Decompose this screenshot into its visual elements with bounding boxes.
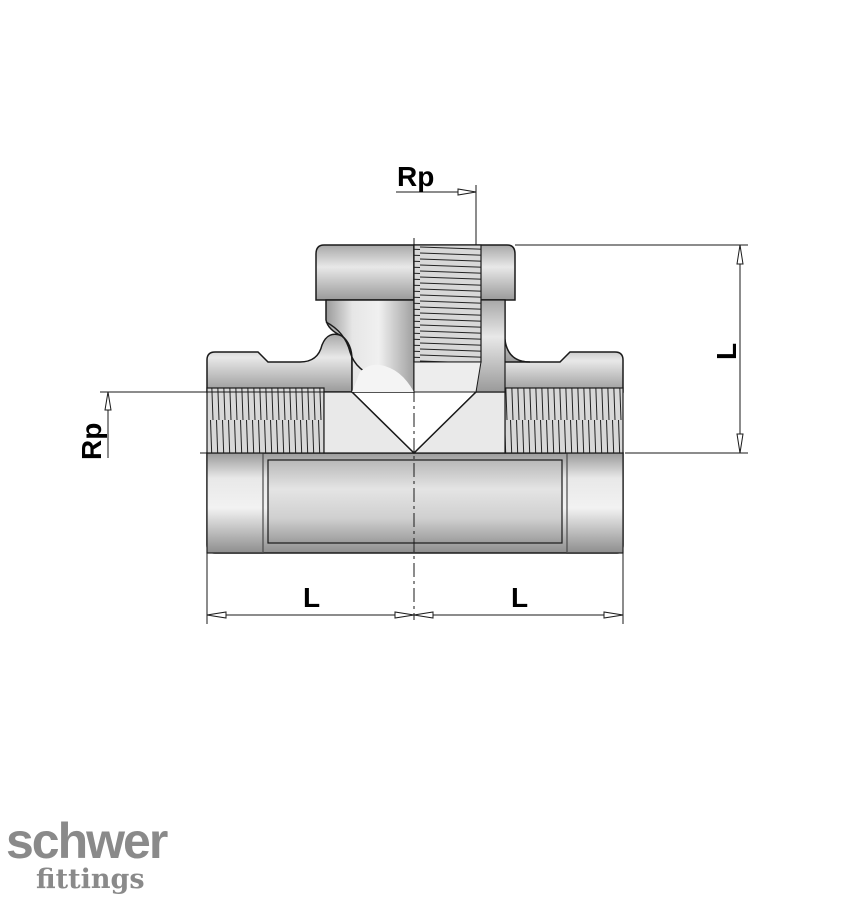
dim-thread-left: Rp — [76, 391, 324, 460]
branch-thread — [413, 244, 482, 363]
left-collar — [206, 452, 264, 554]
dim-length-horizontal: L L — [206, 553, 624, 624]
dim-thread-top: Rp — [396, 161, 477, 245]
label-length-left: L — [303, 582, 320, 613]
branch-cap-left — [315, 244, 415, 301]
logo-line-2: fittings — [36, 864, 145, 895]
run-body — [206, 452, 624, 554]
run-upper-section — [206, 333, 624, 455]
left-shell — [206, 333, 353, 393]
label-thread-left: Rp — [76, 423, 107, 460]
right-thread — [504, 387, 624, 454]
logo-line-1: schwer — [6, 813, 168, 869]
dim-length-vertical: L — [515, 244, 748, 454]
run-center — [267, 459, 563, 544]
schwer-fittings-logo: schwer fittings — [6, 816, 206, 894]
label-length-vertical: L — [711, 343, 742, 360]
label-length-right: L — [511, 582, 528, 613]
label-thread-top: Rp — [397, 161, 434, 192]
right-collar — [566, 452, 624, 554]
left-thread — [206, 387, 325, 454]
center-lines — [200, 238, 632, 620]
